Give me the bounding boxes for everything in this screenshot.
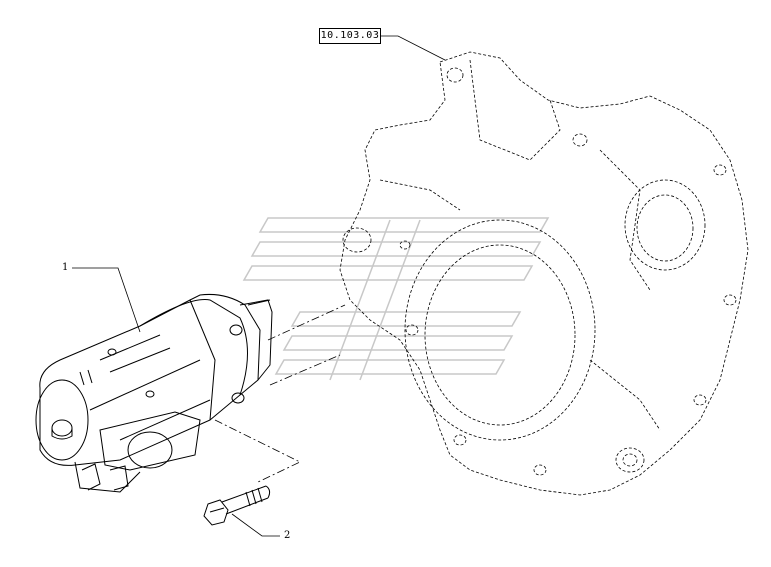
callout-1: 1	[62, 262, 69, 273]
alignment-lines	[214, 304, 346, 483]
mounting-bolt	[203, 485, 271, 526]
callout-2: 2	[284, 530, 291, 541]
flywheel-housing	[339, 51, 749, 496]
watermark-logo	[242, 217, 550, 381]
starter-motor	[35, 294, 273, 493]
leader-lines	[72, 35, 446, 537]
reference-label-box[interactable]: 10.103.03	[319, 28, 381, 44]
